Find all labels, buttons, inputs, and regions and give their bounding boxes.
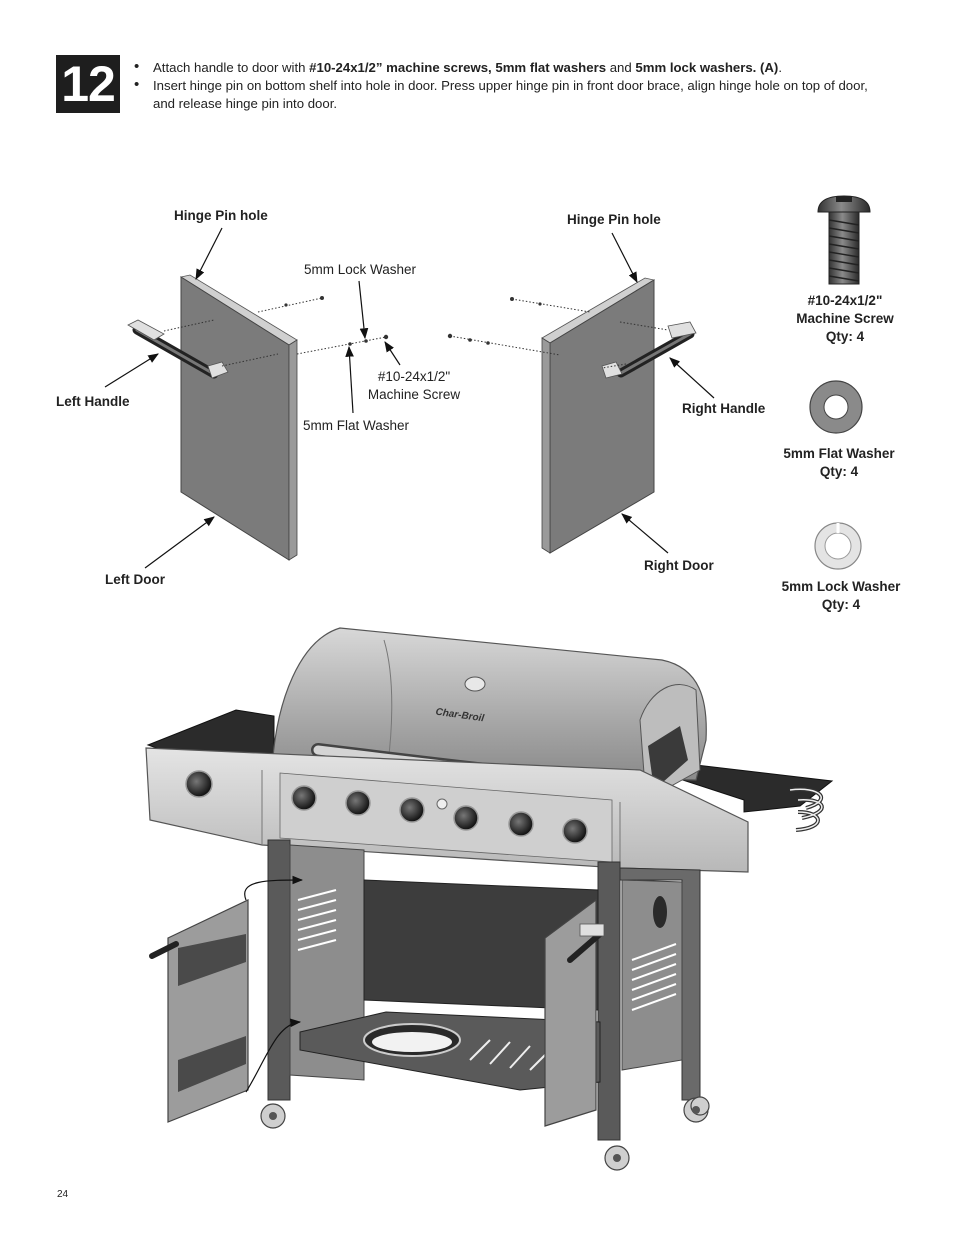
part-name: Machine Screw <box>796 311 894 326</box>
label-right-door: Right Door <box>644 558 714 573</box>
instruction-item: Insert hinge pin on bottom shelf into ho… <box>132 76 892 113</box>
flat-washer-icon <box>809 380 863 434</box>
right-door-exploded <box>541 277 656 554</box>
instruction-list: Attach handle to door with #10-24x1/2” m… <box>132 58 892 113</box>
label-right-handle: Right Handle <box>682 401 766 416</box>
grill-illustration: Char-Broil <box>145 627 834 1171</box>
part-qty: Qty: 4 <box>821 597 861 612</box>
hardware-left <box>284 296 389 346</box>
label-machine-screw-line1: #10-24x1/2" <box>377 369 451 384</box>
part-flat-washer: 5mm Flat Washer Qty: 4 <box>783 445 894 481</box>
label-hinge-pin-hole-left: Hinge Pin hole <box>174 208 268 223</box>
assembly-lines-right <box>449 298 669 369</box>
label-lock-washer: 5mm Lock Washer <box>304 262 417 277</box>
left-handle <box>127 319 229 379</box>
instruction-text: and <box>606 60 636 75</box>
lock-washer-icon <box>814 522 862 570</box>
instruction-bold-text: #10-24x1/2” machine screws, 5mm flat was… <box>309 60 607 75</box>
part-machine-screw: #10-24x1/2" Machine Screw Qty: 4 <box>796 292 894 346</box>
label-flat-washer: 5mm Flat Washer <box>303 418 410 433</box>
part-name: 5mm Lock Washer <box>781 579 901 594</box>
part-qty: Qty: 4 <box>825 329 865 344</box>
instruction-text: . <box>778 60 782 75</box>
label-left-door: Left Door <box>105 572 165 587</box>
part-lock-washer: 5mm Lock Washer Qty: 4 <box>782 578 901 614</box>
hardware-right <box>447 297 542 345</box>
assembly-lines-left <box>163 297 387 367</box>
label-machine-screw: #10-24x1/2" Machine Screw <box>368 368 460 404</box>
step-number-badge: 12 <box>56 55 120 113</box>
leader-arrows <box>104 227 715 569</box>
instruction-text: Insert hinge pin on bottom shelf into ho… <box>153 78 868 111</box>
label-hinge-pin-hole-right: Hinge Pin hole <box>567 212 661 227</box>
instruction-bold-text: 5mm lock washers. (A) <box>635 60 779 75</box>
right-handle <box>601 321 697 379</box>
part-name: 5mm Flat Washer <box>783 446 895 461</box>
label-left-handle: Left Handle <box>56 394 130 409</box>
part-name: #10-24x1/2" <box>807 293 883 308</box>
instruction-item: Attach handle to door with #10-24x1/2” m… <box>132 58 892 77</box>
part-qty: Qty: 4 <box>819 464 859 479</box>
page-number: 24 <box>57 1189 69 1200</box>
label-machine-screw-line2: Machine Screw <box>367 387 461 402</box>
left-door-exploded <box>179 274 298 561</box>
instruction-text: Attach handle to door with <box>153 60 310 75</box>
machine-screw-icon <box>817 195 871 285</box>
